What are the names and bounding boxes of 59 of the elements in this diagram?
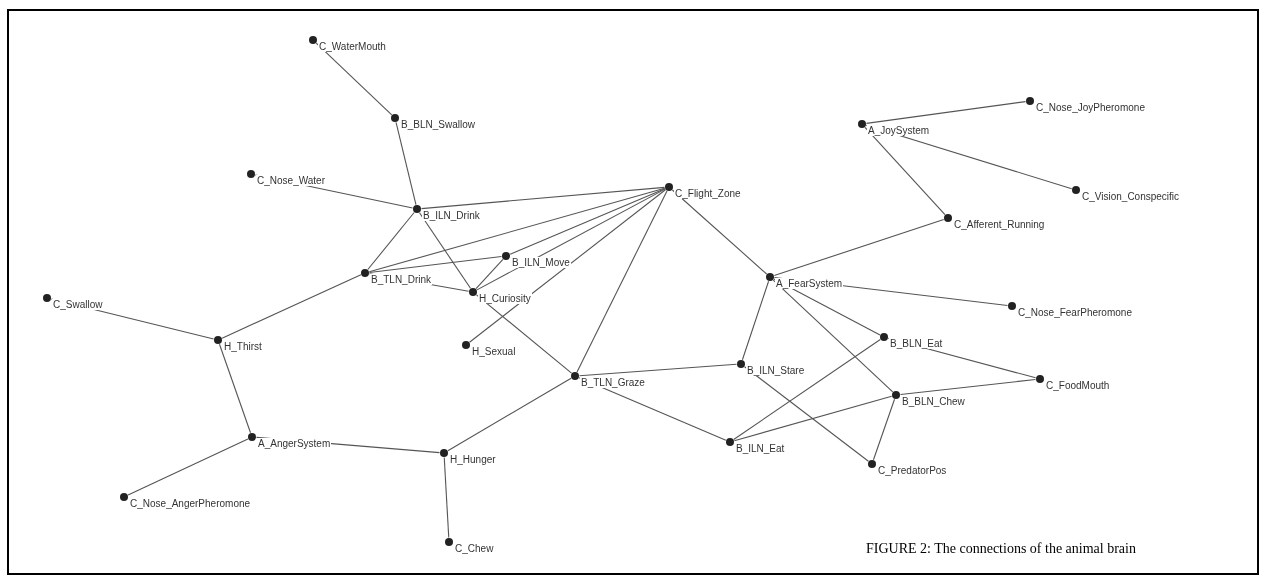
figure-caption: FIGURE 2: The connections of the animal brain: [866, 541, 1136, 557]
connector-line: [418, 212, 472, 289]
connector-line: [772, 279, 894, 393]
node-label: C_Nose_FearPheromone: [1017, 307, 1133, 318]
connector-line: [741, 280, 770, 361]
connector-line: [509, 188, 666, 255]
node-label: C_Swallow: [52, 299, 104, 310]
node-label: C_Afferent_Running: [953, 219, 1046, 230]
connector-line: [469, 189, 666, 343]
connector-line: [315, 42, 393, 116]
connector-line: [865, 101, 1027, 124]
connector-line: [744, 366, 869, 462]
connector-line: [420, 186, 666, 210]
connector-line: [671, 189, 768, 275]
connector-line: [447, 377, 572, 452]
connector-line: [576, 190, 668, 373]
node-label: A_JoySystem: [867, 125, 931, 136]
connector-line: [443, 456, 450, 539]
node-label: C_Flight_Zone: [674, 188, 742, 199]
node-label: B_BLN_Chew: [901, 396, 966, 407]
node-label: B_BLN_Swallow: [400, 119, 476, 130]
node-label: H_Curiosity: [478, 293, 532, 304]
node-label: H_Sexual: [471, 346, 517, 357]
node-label: C_WaterMouth: [318, 41, 387, 52]
node-label: C_Nose_AngerPheromone: [129, 498, 252, 509]
node-label: B_ILN_Move: [511, 257, 571, 268]
node-label: B_TLN_Drink: [370, 274, 433, 285]
node-label: H_Hunger: [449, 454, 497, 465]
connector-line: [899, 378, 1037, 396]
node-label: B_TLN_Graze: [580, 377, 646, 388]
node-label: C_FoodMouth: [1045, 380, 1111, 391]
node-label: B_ILN_Drink: [422, 210, 481, 221]
node-label: C_Nose_JoyPheromone: [1035, 102, 1146, 113]
node-label: C_Nose_Water: [256, 175, 326, 186]
connector-line: [773, 218, 945, 277]
connector-line: [221, 274, 362, 339]
node-label: H_Thirst: [223, 341, 263, 352]
connector-line: [395, 121, 417, 206]
connector-line: [367, 211, 415, 271]
connector-line: [476, 188, 666, 291]
node-label: B_ILN_Eat: [735, 443, 786, 454]
node-label: C_Vision_Conspecific: [1081, 191, 1181, 202]
connector-line: [368, 187, 666, 273]
connector-line: [578, 363, 738, 377]
connector-line: [733, 339, 881, 441]
node-label: C_PredatorPos: [877, 465, 948, 476]
connector-line: [733, 395, 893, 442]
connector-line: [368, 256, 503, 273]
node-label: B_BLN_Eat: [889, 338, 944, 349]
node-label: C_Chew: [454, 543, 495, 554]
connector-line: [872, 398, 896, 461]
node-label: A_FearSystem: [775, 278, 844, 289]
connector-line: [218, 343, 252, 434]
node-label: B_ILN_Stare: [746, 365, 806, 376]
connector-line: [127, 438, 249, 496]
connector-line: [475, 294, 573, 374]
connector-line: [864, 126, 946, 216]
connector-line: [475, 258, 504, 290]
node-label: A_AngerSystem: [257, 438, 332, 449]
